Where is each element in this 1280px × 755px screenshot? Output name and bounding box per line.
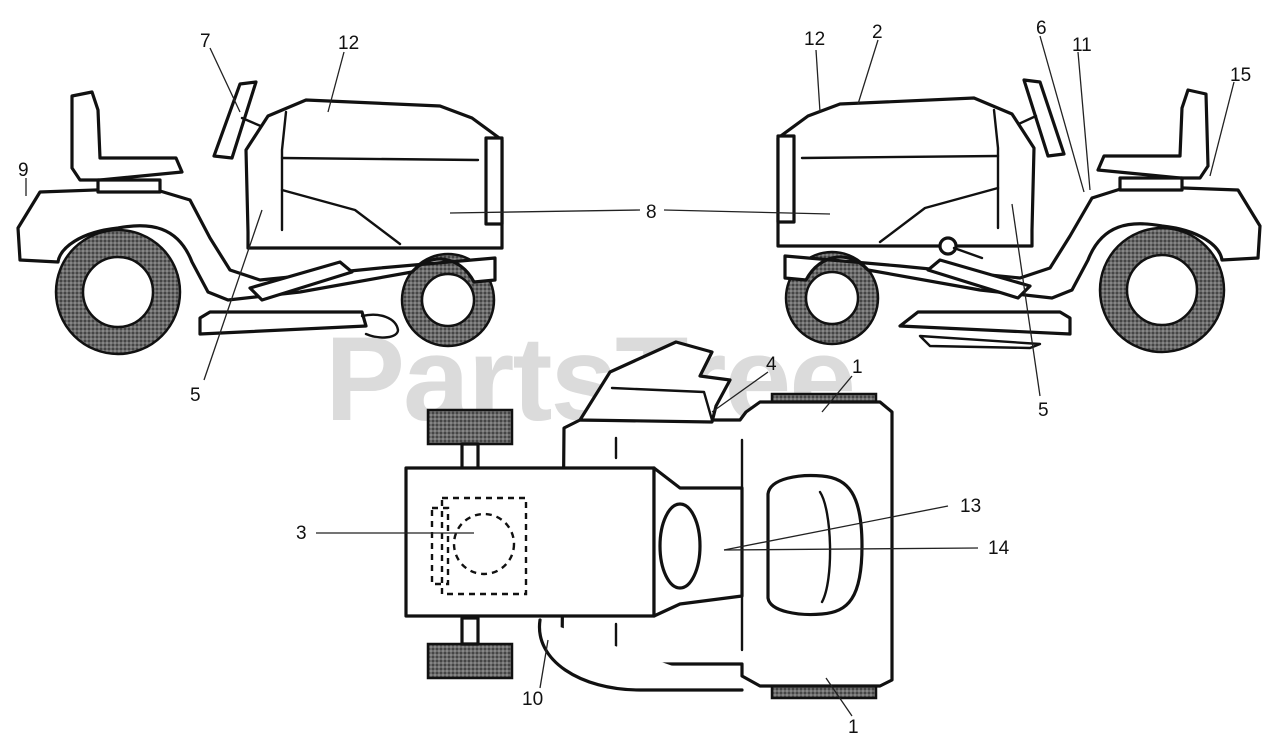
callout-9: 9 [18,160,29,181]
callout-12-left: 12 [338,33,359,54]
callout-12-right: 12 [804,29,825,50]
top-view [404,340,894,700]
callout-2: 2 [872,22,883,43]
callout-4: 4 [766,354,777,375]
callout-1-top: 1 [852,357,863,378]
rear-tire-top-left [426,408,514,446]
leader-lines [25,35,1235,717]
callout-7: 7 [200,31,211,52]
callouts: 7 12 9 5 8 12 2 6 11 15 5 3 4 1 13 14 10… [18,18,1251,738]
callout-8: 8 [646,202,657,223]
callout-1-bottom: 1 [848,717,859,738]
callout-10: 10 [522,689,543,710]
callout-11: 11 [1072,35,1092,56]
right-side-view [776,78,1262,354]
rear-tire-bottom-left [426,642,514,680]
callout-5-left: 5 [190,385,201,406]
callout-13: 13 [960,496,981,517]
callout-14: 14 [988,538,1010,559]
left-side-view [16,80,504,356]
callout-6: 6 [1036,18,1047,39]
callout-3: 3 [296,523,307,544]
callout-15: 15 [1230,65,1251,86]
callout-5-right: 5 [1038,400,1049,421]
